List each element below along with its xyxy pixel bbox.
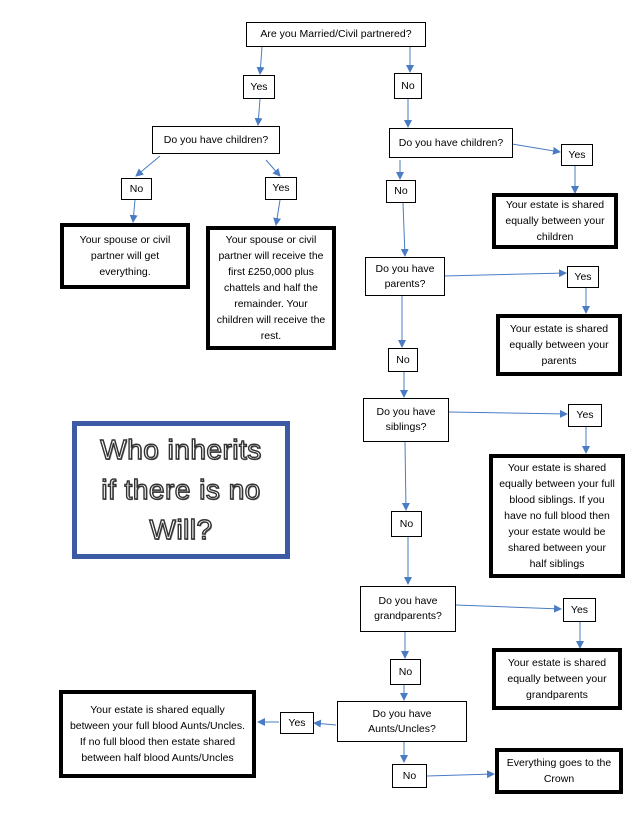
arrow-children-no [135, 155, 161, 177]
answer-no-grandparents: No [390, 659, 421, 685]
outcome-spouse-everything: Your spouse or civil partner will get ev… [60, 223, 190, 289]
arrow-parents-yes [443, 269, 567, 278]
arrow-siblings-no [401, 441, 410, 511]
answer-no-children-single: No [386, 180, 416, 203]
question-parents: Do you have parents? [365, 257, 445, 296]
answer-yes-children-single: Yes [561, 144, 593, 166]
outcome-parents: Your estate is shared equally between yo… [496, 314, 622, 376]
arrow-aunts-yes [313, 719, 337, 728]
title-text: Who inherits if there is no Will? [99, 433, 262, 545]
answer-no-married: No [394, 73, 422, 99]
answer-yes-grandparents: Yes [563, 598, 596, 622]
arrow-no-spouseall [129, 199, 138, 223]
arrow-siblings-yes [448, 409, 568, 418]
arrow-grand-yes [455, 604, 562, 613]
arrow-no-parents [400, 202, 409, 257]
answer-yes-aunts-uncles: Yes [280, 712, 314, 734]
outcome-crown: Everything goes to the Crown [495, 748, 623, 794]
answer-no-children-married: No [121, 178, 152, 200]
answer-no-parents: No [388, 348, 418, 372]
question-children-single: Do you have children? [389, 128, 513, 158]
arrow-yes-spouse250k [273, 199, 282, 226]
question-siblings: Do you have siblings? [363, 398, 449, 442]
arrow-children2-yes [511, 143, 561, 155]
answer-no-siblings: No [391, 511, 422, 537]
answer-yes-children-married: Yes [265, 177, 297, 200]
arrow-no-crown [426, 770, 495, 779]
question-married: Are you Married/Civil partnered? [246, 22, 426, 47]
question-aunts-uncles: Do you have Aunts/Uncles? [337, 701, 467, 742]
answer-no-aunts-uncles: No [392, 764, 427, 788]
answer-yes-siblings: Yes [568, 404, 602, 427]
title-box: Who inherits if there is no Will? [72, 421, 290, 559]
arrow-children-yes [265, 159, 281, 177]
arrow-yes-children [254, 98, 263, 126]
outcome-grandparents: Your estate is shared equally between yo… [492, 648, 622, 710]
question-children-married: Do you have children? [152, 126, 280, 154]
question-grandparents: Do you have grandparents? [360, 586, 456, 632]
answer-yes-parents: Yes [567, 266, 599, 288]
answer-yes-married: Yes [243, 75, 275, 99]
outcome-spouse-250k: Your spouse or civil partner will receiv… [206, 226, 336, 350]
arrow-married-yes [256, 46, 265, 75]
outcome-siblings: Your estate is shared equally between yo… [489, 454, 625, 578]
outcome-children: Your estate is shared equally between yo… [492, 193, 618, 249]
outcome-aunts-uncles: Your estate is shared equally between yo… [59, 690, 256, 778]
